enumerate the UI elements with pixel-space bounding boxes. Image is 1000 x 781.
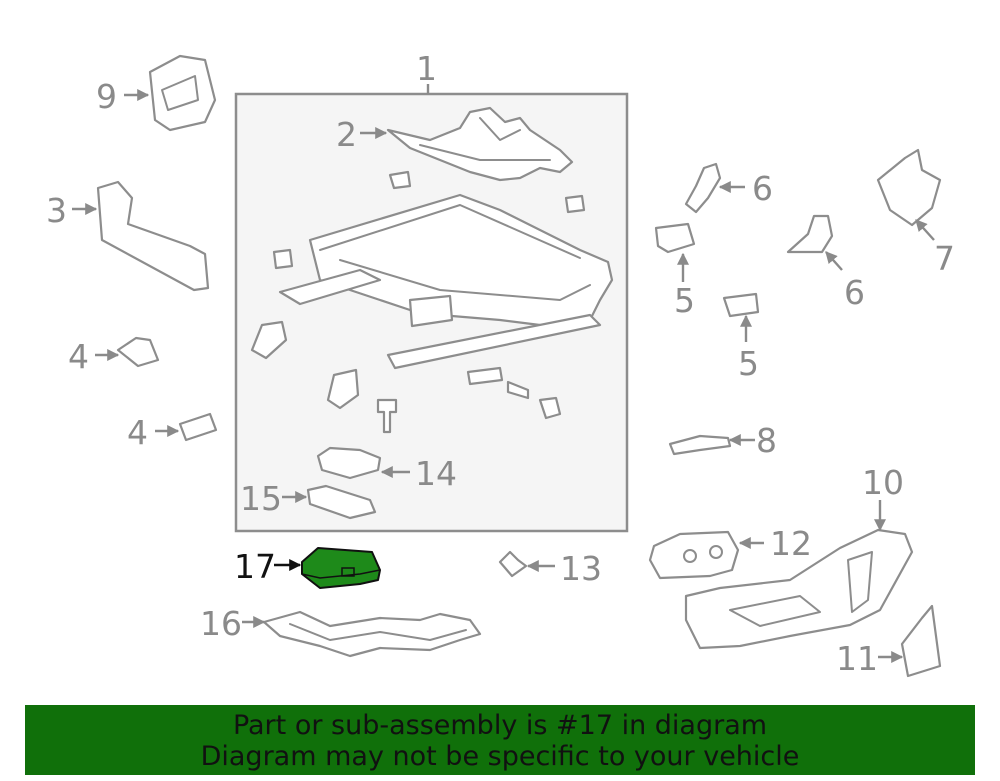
callout-12[interactable]: 12	[770, 524, 812, 563]
callout-2[interactable]: 2	[336, 115, 357, 154]
part-6b[interactable]	[786, 214, 834, 254]
nut-a	[538, 396, 562, 420]
part-14[interactable]	[316, 446, 382, 480]
banner-line-2: Diagram may not be specific to your vehi…	[200, 741, 800, 772]
callout-14[interactable]: 14	[415, 454, 457, 493]
banner-line-1: Part or sub-assembly is #17 in diagram	[232, 710, 768, 741]
callout-16[interactable]: 16	[200, 604, 242, 643]
clip-a	[388, 170, 412, 190]
part-16[interactable]	[262, 610, 482, 658]
callout-3[interactable]: 3	[46, 191, 67, 230]
part-5a[interactable]	[654, 222, 696, 254]
clip-d	[466, 366, 504, 386]
callout-1[interactable]: 1	[416, 49, 437, 88]
bracket-small	[250, 320, 288, 360]
callout-7[interactable]: 7	[934, 239, 955, 278]
bolt-a	[376, 398, 398, 434]
part-11[interactable]	[900, 604, 942, 678]
callout-5a[interactable]: 5	[674, 281, 695, 320]
callout-11[interactable]: 11	[836, 639, 878, 678]
part-6a[interactable]	[684, 162, 722, 214]
part-8[interactable]	[668, 434, 732, 456]
callout-17[interactable]: 17	[234, 547, 276, 586]
callout-4a[interactable]: 4	[68, 337, 89, 376]
callout-6a[interactable]: 6	[752, 169, 773, 208]
callout-13[interactable]: 13	[560, 549, 602, 588]
clip-b	[564, 194, 586, 214]
part-12[interactable]	[648, 530, 740, 580]
part-17[interactable]	[301, 547, 381, 589]
part-15[interactable]	[306, 484, 377, 520]
parts-diagram: 1 2 14 15 9 3 4	[46, 49, 955, 678]
info-banner: Part or sub-assembly is #17 in diagram D…	[25, 705, 975, 775]
callout-6b[interactable]: 6	[844, 273, 865, 312]
part-3[interactable]	[96, 180, 210, 292]
callout-10[interactable]: 10	[862, 463, 904, 502]
callout-4b[interactable]: 4	[127, 413, 148, 452]
part-9[interactable]	[148, 54, 217, 132]
callout-9[interactable]: 9	[96, 77, 117, 116]
bolt-b	[506, 380, 530, 400]
part-4a[interactable]	[116, 336, 160, 368]
callout-15[interactable]: 15	[240, 479, 282, 518]
part-10[interactable]	[684, 528, 914, 650]
part-4b[interactable]	[178, 412, 218, 442]
clip-c	[272, 248, 294, 270]
part-13[interactable]	[498, 550, 528, 578]
part-7[interactable]	[876, 148, 942, 227]
seat-frame	[278, 193, 614, 370]
part-2[interactable]	[386, 106, 574, 182]
callout-5b[interactable]: 5	[738, 344, 759, 383]
callout-8[interactable]: 8	[756, 421, 777, 460]
cover-piece	[326, 368, 360, 410]
part-5b[interactable]	[722, 292, 760, 318]
